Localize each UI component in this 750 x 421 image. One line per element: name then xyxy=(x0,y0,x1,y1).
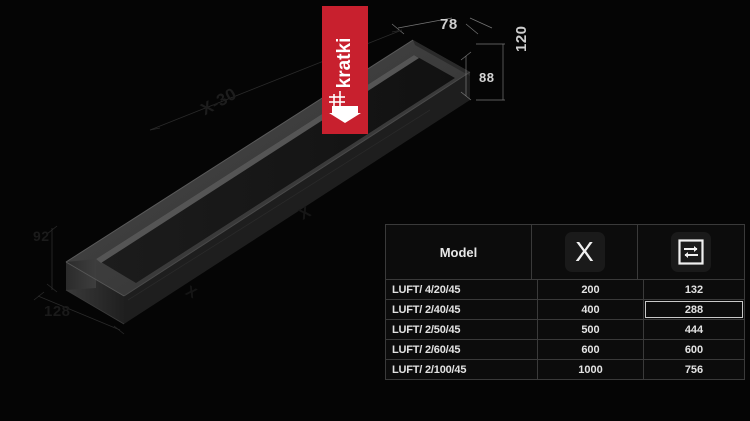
cell-model: LUFT/ 2/50/45 xyxy=(386,320,538,339)
cell-x: 500 xyxy=(538,320,644,339)
dimension-width-bottom: 128 xyxy=(44,303,71,320)
brand-name: kratki xyxy=(334,37,355,89)
header-airflow xyxy=(638,225,744,279)
dimension-height-inner: 88 xyxy=(479,70,495,85)
airflow-icon-box xyxy=(671,232,711,272)
airflow-icon xyxy=(678,239,704,265)
header-x: X xyxy=(532,225,638,279)
cell-x: 600 xyxy=(538,340,644,359)
dimension-height-outer: 120 xyxy=(513,25,530,52)
header-model: Model xyxy=(386,225,532,279)
cell-airflow: 444 xyxy=(684,323,704,336)
down-arrow-logo-icon xyxy=(329,91,361,123)
cell-model: LUFT/ 2/60/45 xyxy=(386,340,538,359)
cell-x: 200 xyxy=(538,280,644,299)
cell-model: LUFT/ 2/40/45 xyxy=(386,300,538,319)
cell-airflow: 288 xyxy=(644,300,744,319)
kratki-logo-banner: kratki xyxy=(322,6,368,134)
dimension-height-left: 92 xyxy=(33,228,50,244)
cell-airflow: 600 xyxy=(684,343,704,356)
cell-model: LUFT/ 2/100/45 xyxy=(386,360,538,379)
x-icon-box: X xyxy=(564,232,605,272)
cell-x: 1000 xyxy=(538,360,644,379)
x-dimension-icon: X xyxy=(575,236,594,267)
cell-x: 400 xyxy=(538,300,644,319)
dimension-depth-top: 78 xyxy=(440,16,458,33)
specification-table: Model X xyxy=(385,224,745,380)
cell-airflow: 756 xyxy=(684,363,704,376)
table-header-row: Model X xyxy=(386,225,744,280)
cell-model: LUFT/ 4/20/45 xyxy=(386,280,538,299)
dimension-lines xyxy=(33,17,505,335)
cell-airflow: 132 xyxy=(684,283,704,296)
